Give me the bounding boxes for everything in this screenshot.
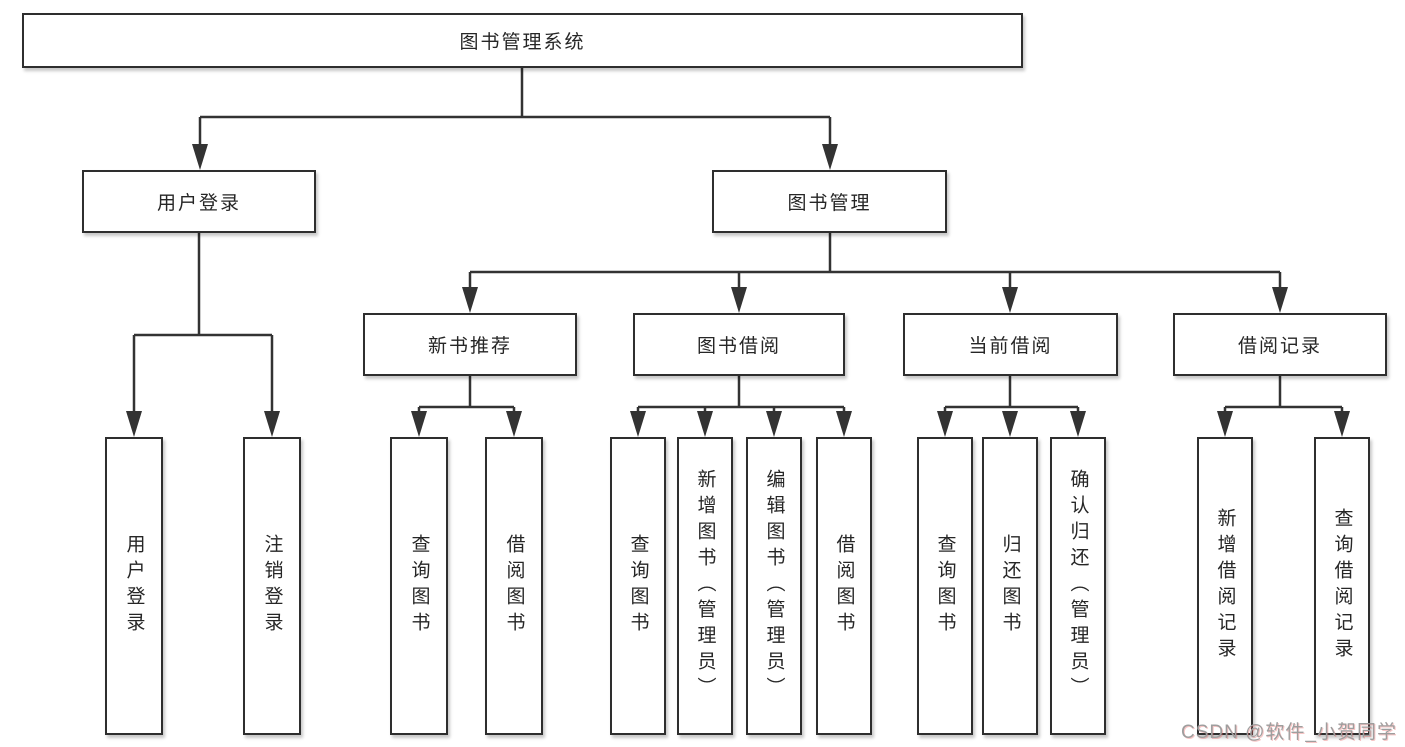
arrow-down-icon (836, 411, 852, 437)
leaf-nbr-query-book: 查询图书 (390, 437, 448, 735)
leaf-cb-confirm-return-label: 确认归还（管理员） (1067, 469, 1089, 703)
leaf-br-add-record: 新增借阅记录 (1197, 437, 1253, 735)
arrow-down-icon (1002, 287, 1018, 313)
leaf-logout: 注销登录 (243, 437, 301, 735)
arrow-down-icon (462, 287, 478, 313)
leaf-nbr-query-book-label: 查询图书 (408, 534, 430, 638)
leaf-bb-edit-book: 编辑图书（管理员） (746, 437, 802, 735)
node-user-login: 用户登录 (82, 170, 316, 233)
arrow-down-icon (822, 144, 838, 170)
leaf-bb-query-book: 查询图书 (610, 437, 666, 735)
arrow-down-icon (506, 411, 522, 437)
leaf-br-query-record: 查询借阅记录 (1314, 437, 1370, 735)
leaf-br-query-record-label: 查询借阅记录 (1331, 508, 1353, 664)
leaf-br-add-record-label: 新增借阅记录 (1214, 508, 1236, 664)
watermark: CSDN @软件_小贺同学 (1181, 722, 1397, 743)
arrow-down-icon (1002, 411, 1018, 437)
arrow-down-icon (411, 411, 427, 437)
node-book-borrowing: 图书借阅 (633, 313, 845, 376)
node-borrow-records: 借阅记录 (1173, 313, 1387, 376)
arrow-down-icon (630, 411, 646, 437)
leaf-bb-edit-book-label: 编辑图书（管理员） (763, 469, 785, 703)
arrow-down-icon (126, 411, 142, 437)
node-book-borrowing-label: 图书借阅 (696, 336, 781, 357)
leaf-bb-borrow-book: 借阅图书 (816, 437, 872, 735)
node-new-book-recommend: 新书推荐 (363, 313, 577, 376)
leaf-logout-label: 注销登录 (261, 534, 283, 638)
arrow-down-icon (192, 144, 208, 170)
arrow-down-icon (1217, 411, 1233, 437)
arrow-down-icon (1272, 287, 1288, 313)
node-book-management: 图书管理 (712, 170, 947, 233)
arrow-down-icon (731, 287, 747, 313)
node-root: 图书管理系统 (22, 13, 1023, 68)
leaf-nbr-borrow-book-label: 借阅图书 (503, 534, 525, 638)
leaf-cb-query-book: 查询图书 (917, 437, 973, 735)
leaf-cb-return-book: 归还图书 (982, 437, 1038, 735)
leaf-cb-query-book-label: 查询图书 (934, 534, 956, 638)
leaf-cb-return-book-label: 归还图书 (999, 534, 1021, 638)
node-root-label: 图书管理系统 (459, 32, 586, 53)
leaf-cb-confirm-return: 确认归还（管理员） (1050, 437, 1106, 735)
arrow-down-icon (766, 411, 782, 437)
leaf-bb-add-book-label: 新增图书（管理员） (694, 469, 716, 703)
leaf-bb-add-book: 新增图书（管理员） (677, 437, 733, 735)
leaf-nbr-borrow-book: 借阅图书 (485, 437, 543, 735)
arrow-down-icon (697, 411, 713, 437)
arrow-down-icon (1070, 411, 1086, 437)
leaf-user-login-label: 用户登录 (123, 534, 145, 638)
leaf-bb-query-book-label: 查询图书 (627, 534, 649, 638)
node-current-borrowing: 当前借阅 (903, 313, 1118, 376)
leaf-bb-borrow-book-label: 借阅图书 (833, 534, 855, 638)
arrow-down-icon (1334, 411, 1350, 437)
node-book-management-label: 图书管理 (787, 193, 872, 214)
node-borrow-records-label: 借阅记录 (1237, 336, 1322, 357)
arrow-down-icon (264, 411, 280, 437)
node-user-login-label: 用户登录 (156, 193, 241, 214)
arrow-down-icon (937, 411, 953, 437)
node-new-book-recommend-label: 新书推荐 (427, 336, 512, 357)
leaf-user-login: 用户登录 (105, 437, 163, 735)
node-current-borrowing-label: 当前借阅 (968, 336, 1053, 357)
